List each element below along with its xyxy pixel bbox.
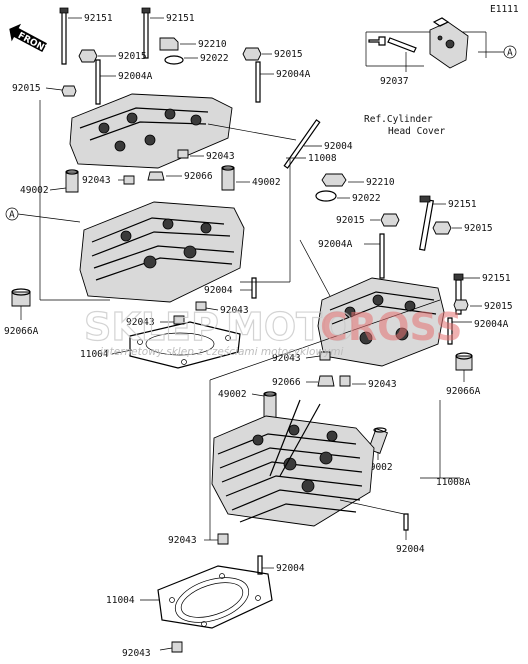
callout-92151-a: 92151 [84, 13, 113, 24]
callout-92015-f: 92015 [484, 301, 513, 312]
callout-92015-e: 92015 [464, 223, 493, 234]
watermark: SKLEP MOTO CROSS internetowy sklep z czę… [83, 304, 462, 358]
ref-note-line1: Ref.Cylinder [364, 114, 433, 125]
ref-marker-a-left: A [9, 210, 15, 221]
callout-92210-a: 92210 [198, 39, 227, 50]
callout-92210-b: 92210 [366, 177, 395, 188]
callout-92066A-b: 92066A [446, 386, 481, 397]
svg-text:FRONT: FRONT [16, 31, 52, 56]
callout-92004A-c: 92004A [318, 239, 353, 250]
callout-92015-b: 92015 [12, 83, 41, 94]
lower-group: 92066 92043 49002 49002 11008A [106, 299, 471, 659]
callout-92043-b: 92043 [82, 175, 111, 186]
callout-92043-a: 92043 [206, 151, 235, 162]
ref-cover-group: 92037 A Ref.Cylinder Head Cover [364, 17, 517, 137]
callout-49002-a: 49002 [252, 177, 281, 188]
callout-92022-a: 92022 [200, 53, 229, 64]
callout-49002-d: 49002 [364, 462, 393, 473]
callout-92004-a: 92004 [324, 141, 353, 152]
callout-11004-b: 11004 [106, 595, 135, 606]
callout-92004-d: 92004 [276, 563, 305, 574]
callout-92066A-a: 92066A [4, 326, 39, 337]
callout-92066-a: 92066 [184, 171, 213, 182]
callout-92043-h: 92043 [122, 648, 151, 659]
callout-92022-b: 92022 [352, 193, 381, 204]
callout-92004-c: 92004 [396, 544, 425, 555]
svg-text:internetowy sklep z częściami: internetowy sklep z częściami motocyklow… [100, 346, 343, 358]
callout-92043-d: 92043 [126, 317, 155, 328]
callout-92004-b: 92004 [204, 285, 233, 296]
callout-11004-a: 11004 [80, 349, 109, 360]
right-upper-group: 92210 92022 92151 92015 92015 92004A 921… [272, 173, 513, 397]
callout-92004A-d: 92004A [474, 319, 509, 330]
callout-92151-c: 92151 [448, 199, 477, 210]
callout-92043-f: 92043 [368, 379, 397, 390]
svg-text:SKLEP: SKLEP [84, 305, 219, 349]
callout-92015-a: 92015 [118, 51, 147, 62]
callout-92151-d: 92151 [482, 273, 511, 284]
svg-text:MOTO: MOTO [226, 305, 354, 349]
ref-note-line2: Head Cover [388, 126, 445, 137]
callout-92037: 92037 [380, 76, 409, 87]
front-arrow-icon: FRONT [9, 23, 52, 56]
callout-92004A-a: 92004A [118, 71, 153, 82]
upper-left-group: 92151 92151 92015 92015 92015 92210 9202… [4, 7, 353, 369]
callout-11008A: 11008A [436, 477, 471, 488]
callout-92043-c: 92043 [220, 305, 249, 316]
callout-92043-g: 92043 [168, 535, 197, 546]
callout-49002-c: 49002 [218, 389, 247, 400]
callout-92043-e: 92043 [272, 353, 301, 364]
svg-text:CROSS: CROSS [320, 305, 462, 349]
callout-49002-b: 49002 [20, 185, 49, 196]
callout-92015-c: 92015 [274, 49, 303, 60]
callout-92151-b: 92151 [166, 13, 195, 24]
ref-marker-a-right: A [507, 48, 513, 59]
callout-92004A-b: 92004A [276, 69, 311, 80]
callout-92066-b: 92066 [272, 377, 301, 388]
callout-11008: 11008 [308, 153, 337, 164]
figure-id: E1111 [490, 4, 519, 15]
callout-92015-d: 92015 [336, 215, 365, 226]
